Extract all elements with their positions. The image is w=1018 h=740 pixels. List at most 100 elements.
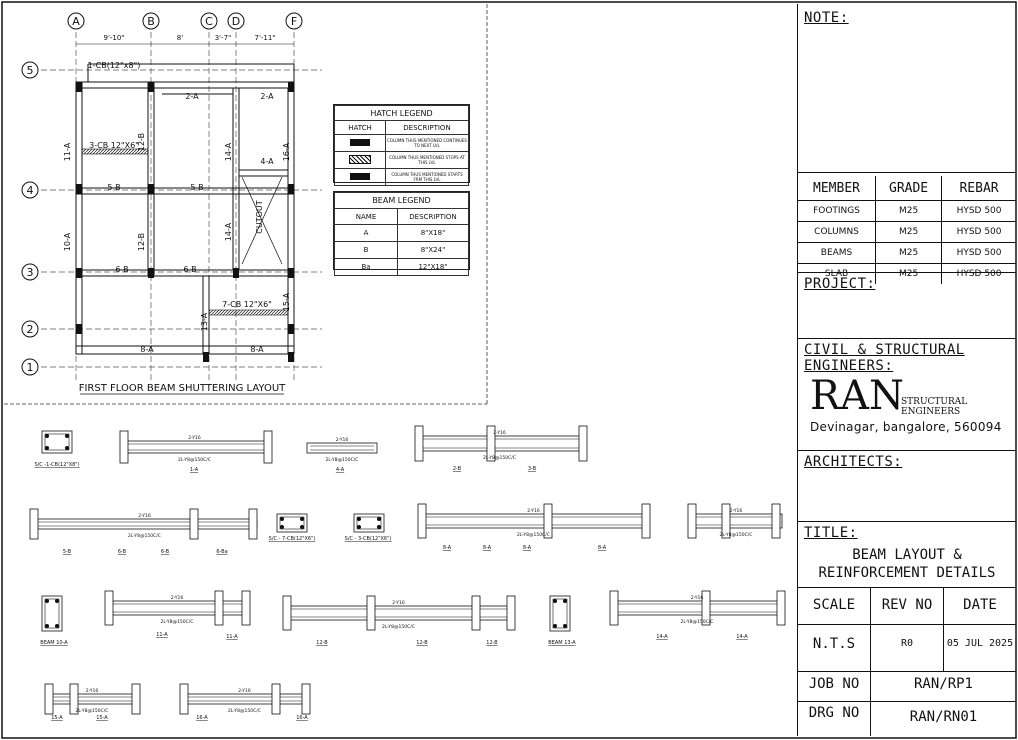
detail-label: 11-A xyxy=(156,632,168,638)
column-mark xyxy=(203,352,209,362)
rebar-dot xyxy=(279,517,284,522)
stirrup-callout: 2L-Y8@150C/C xyxy=(517,532,550,538)
detail-label: S/C - 7-CB(12"X6") xyxy=(269,536,316,542)
stirrup-callout: 2L-Y8@150C/C xyxy=(76,708,109,714)
spec-grade: M25 xyxy=(875,200,942,222)
beam-legend-title: BEAM LEGEND xyxy=(334,192,469,209)
column-mark xyxy=(148,268,154,278)
beam-label: 5-B xyxy=(190,183,203,192)
grid-bubble xyxy=(285,12,303,30)
spec-grade: M25 xyxy=(875,263,942,284)
grid-label: 3 xyxy=(27,266,34,279)
hatch-diagonal-swatch xyxy=(349,154,371,164)
support-column xyxy=(271,683,281,715)
beam-label: CUTOUT xyxy=(255,200,264,233)
beam-name: B xyxy=(334,241,398,259)
column-mark xyxy=(76,268,82,278)
scale-value: N.T.S xyxy=(812,636,856,652)
beam-elevation xyxy=(306,442,378,454)
detail-label: 16-A xyxy=(196,715,208,721)
hatch-row-desc: COLUMN THUS MENTIONED CONTINUES TO NEXT … xyxy=(385,134,469,152)
support-column xyxy=(131,683,141,715)
support-column xyxy=(721,503,731,539)
beam-elevation xyxy=(611,600,783,616)
beam-label: 14-A xyxy=(224,142,233,161)
detail-label: 8-A xyxy=(523,545,532,551)
grid-bubble xyxy=(21,263,39,281)
detail-label: BEAM 10-A xyxy=(40,640,68,646)
beam-label: 3-CB 12"X6" xyxy=(89,141,139,150)
detail-label: 6-B xyxy=(161,549,170,555)
dimension-label: 7'-11" xyxy=(254,34,275,42)
spec-grade: M25 xyxy=(875,221,942,243)
rebar-dot xyxy=(299,525,304,530)
column-mark xyxy=(76,324,82,334)
support-column xyxy=(104,590,114,626)
support-column xyxy=(414,425,424,462)
spec-member: FOOTINGS xyxy=(798,200,876,222)
beam-name: A xyxy=(334,224,398,242)
grid-bubble xyxy=(200,12,218,30)
rev-value: R0 xyxy=(900,638,914,649)
job-value: RAN/RP1 xyxy=(913,676,973,692)
beam-size: 12"X18" xyxy=(397,258,469,276)
spec-rebar: HYSD 500 xyxy=(941,242,1016,264)
note-label: NOTE: xyxy=(804,10,849,26)
support-column xyxy=(282,595,292,631)
beam-label: 13-A xyxy=(200,312,209,331)
detail-label: 15-A xyxy=(96,715,108,721)
stirrup-callout: 2L-Y8@150C/C xyxy=(178,457,211,463)
bar-callout: 2-Y16 xyxy=(730,508,743,514)
spec-header-grade: GRADE xyxy=(875,176,942,201)
grid-bubble xyxy=(67,12,85,30)
scale-label: SCALE xyxy=(812,597,856,613)
column-mark xyxy=(148,184,154,194)
beam-label: 12-B xyxy=(137,233,146,251)
support-column xyxy=(366,595,376,631)
column-mark xyxy=(288,82,294,92)
spec-rebar: HYSD 500 xyxy=(941,221,1016,243)
detail-label: 16-A xyxy=(296,715,308,721)
rebar-dot xyxy=(563,598,568,603)
column-mark xyxy=(233,268,239,278)
beam-elevation xyxy=(31,518,258,530)
stirrup-callout: 2L-Y8@150C/C xyxy=(681,619,714,625)
date-label: DATE xyxy=(963,597,997,613)
support-column xyxy=(543,503,553,539)
beam-elevation xyxy=(419,513,648,529)
grid-bubble xyxy=(21,320,39,338)
drg-value: RAN/RN01 xyxy=(909,709,978,725)
stirrup-callout: 2L-Y8@150C/C xyxy=(228,708,261,714)
title-label: TITLE: xyxy=(804,525,858,541)
support-column xyxy=(578,425,588,462)
grid-bubble xyxy=(21,181,39,199)
detail-label: 6-B xyxy=(118,549,127,555)
grid-bubble xyxy=(21,61,39,79)
beam-label: 6-B xyxy=(115,265,128,274)
bar-callout: 2-Y16 xyxy=(336,437,349,443)
hatch-col-label: HATCH xyxy=(334,120,386,135)
spec-header-member: MEMBER xyxy=(798,176,876,201)
firm-subtitle: STRUCTURAL ENGINEERS xyxy=(901,397,968,417)
beam-elevation xyxy=(181,693,308,705)
support-column xyxy=(701,590,711,626)
rebar-dot xyxy=(553,623,558,628)
beam-elevation xyxy=(121,440,268,454)
job-label: JOB NO xyxy=(808,676,860,692)
grid-label: 5 xyxy=(27,64,34,77)
beam-label: 16-A xyxy=(282,142,291,161)
support-column xyxy=(776,590,786,626)
spec-member: COLUMNS xyxy=(798,221,876,243)
detail-label: 2-B xyxy=(453,466,462,472)
beam-label: 12-B xyxy=(137,133,146,151)
bar-callout: 2-Y16 xyxy=(86,688,99,694)
beam-elevation xyxy=(689,513,783,529)
detail-label: 8-A xyxy=(483,545,492,551)
support-column xyxy=(44,683,54,715)
support-column xyxy=(609,590,619,626)
